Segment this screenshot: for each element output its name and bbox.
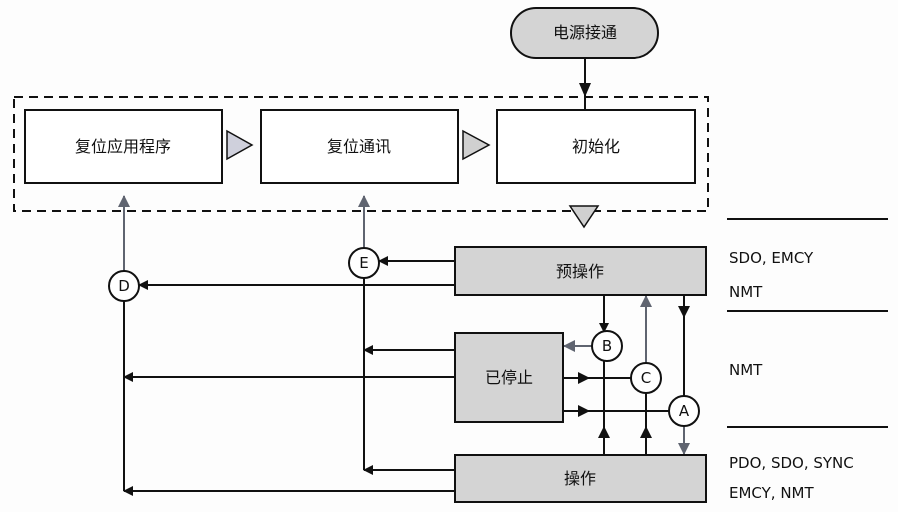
transition-d-label: D xyxy=(118,277,130,295)
stopped-services: NMT xyxy=(729,361,763,379)
pre-operational-label: 预操作 xyxy=(556,262,604,281)
preop-services: NMT xyxy=(729,283,763,301)
flow-triangle-icon xyxy=(462,129,491,161)
operational-label: 操作 xyxy=(564,469,596,488)
operational-services: PDO, SDO, SYNC xyxy=(729,454,854,472)
reset-application-label: 复位应用程序 xyxy=(75,137,171,156)
transition-c xyxy=(630,362,662,394)
flow-triangle-down-icon xyxy=(568,205,600,229)
arrowhead-icon xyxy=(640,426,652,438)
initialization-box xyxy=(496,109,696,184)
transition-d xyxy=(108,270,140,302)
stopped-label: 已停止 xyxy=(485,368,533,387)
reset-communication-label: 复位通讯 xyxy=(327,137,391,156)
arrowhead-icon xyxy=(579,83,591,97)
init-group-frame xyxy=(13,96,709,212)
state-operational xyxy=(454,454,707,503)
initialization-label: 初始化 xyxy=(572,137,620,156)
arrowhead-icon xyxy=(578,372,590,384)
preop-services: SDO, EMCY xyxy=(729,249,814,267)
transition-c-label: C xyxy=(641,369,651,387)
operational-services: EMCY, NMT xyxy=(729,484,814,502)
state-pre-operational xyxy=(454,246,707,296)
transition-a xyxy=(668,395,700,427)
power-on-label: 电源接通 xyxy=(553,23,617,42)
flow-triangle-icon xyxy=(226,129,254,161)
reset-communication-box xyxy=(260,109,459,184)
arrowhead-icon xyxy=(678,306,690,318)
transition-e-label: E xyxy=(359,254,368,272)
transition-a-label: A xyxy=(679,402,690,420)
transition-b-label: B xyxy=(602,337,612,355)
state-stopped xyxy=(454,332,564,423)
transition-b xyxy=(591,330,623,362)
arrowhead-icon xyxy=(578,405,590,417)
reset-application-box xyxy=(24,109,223,184)
arrowhead-icon xyxy=(598,426,610,438)
transition-e xyxy=(348,247,380,279)
power-on-node xyxy=(510,7,659,59)
